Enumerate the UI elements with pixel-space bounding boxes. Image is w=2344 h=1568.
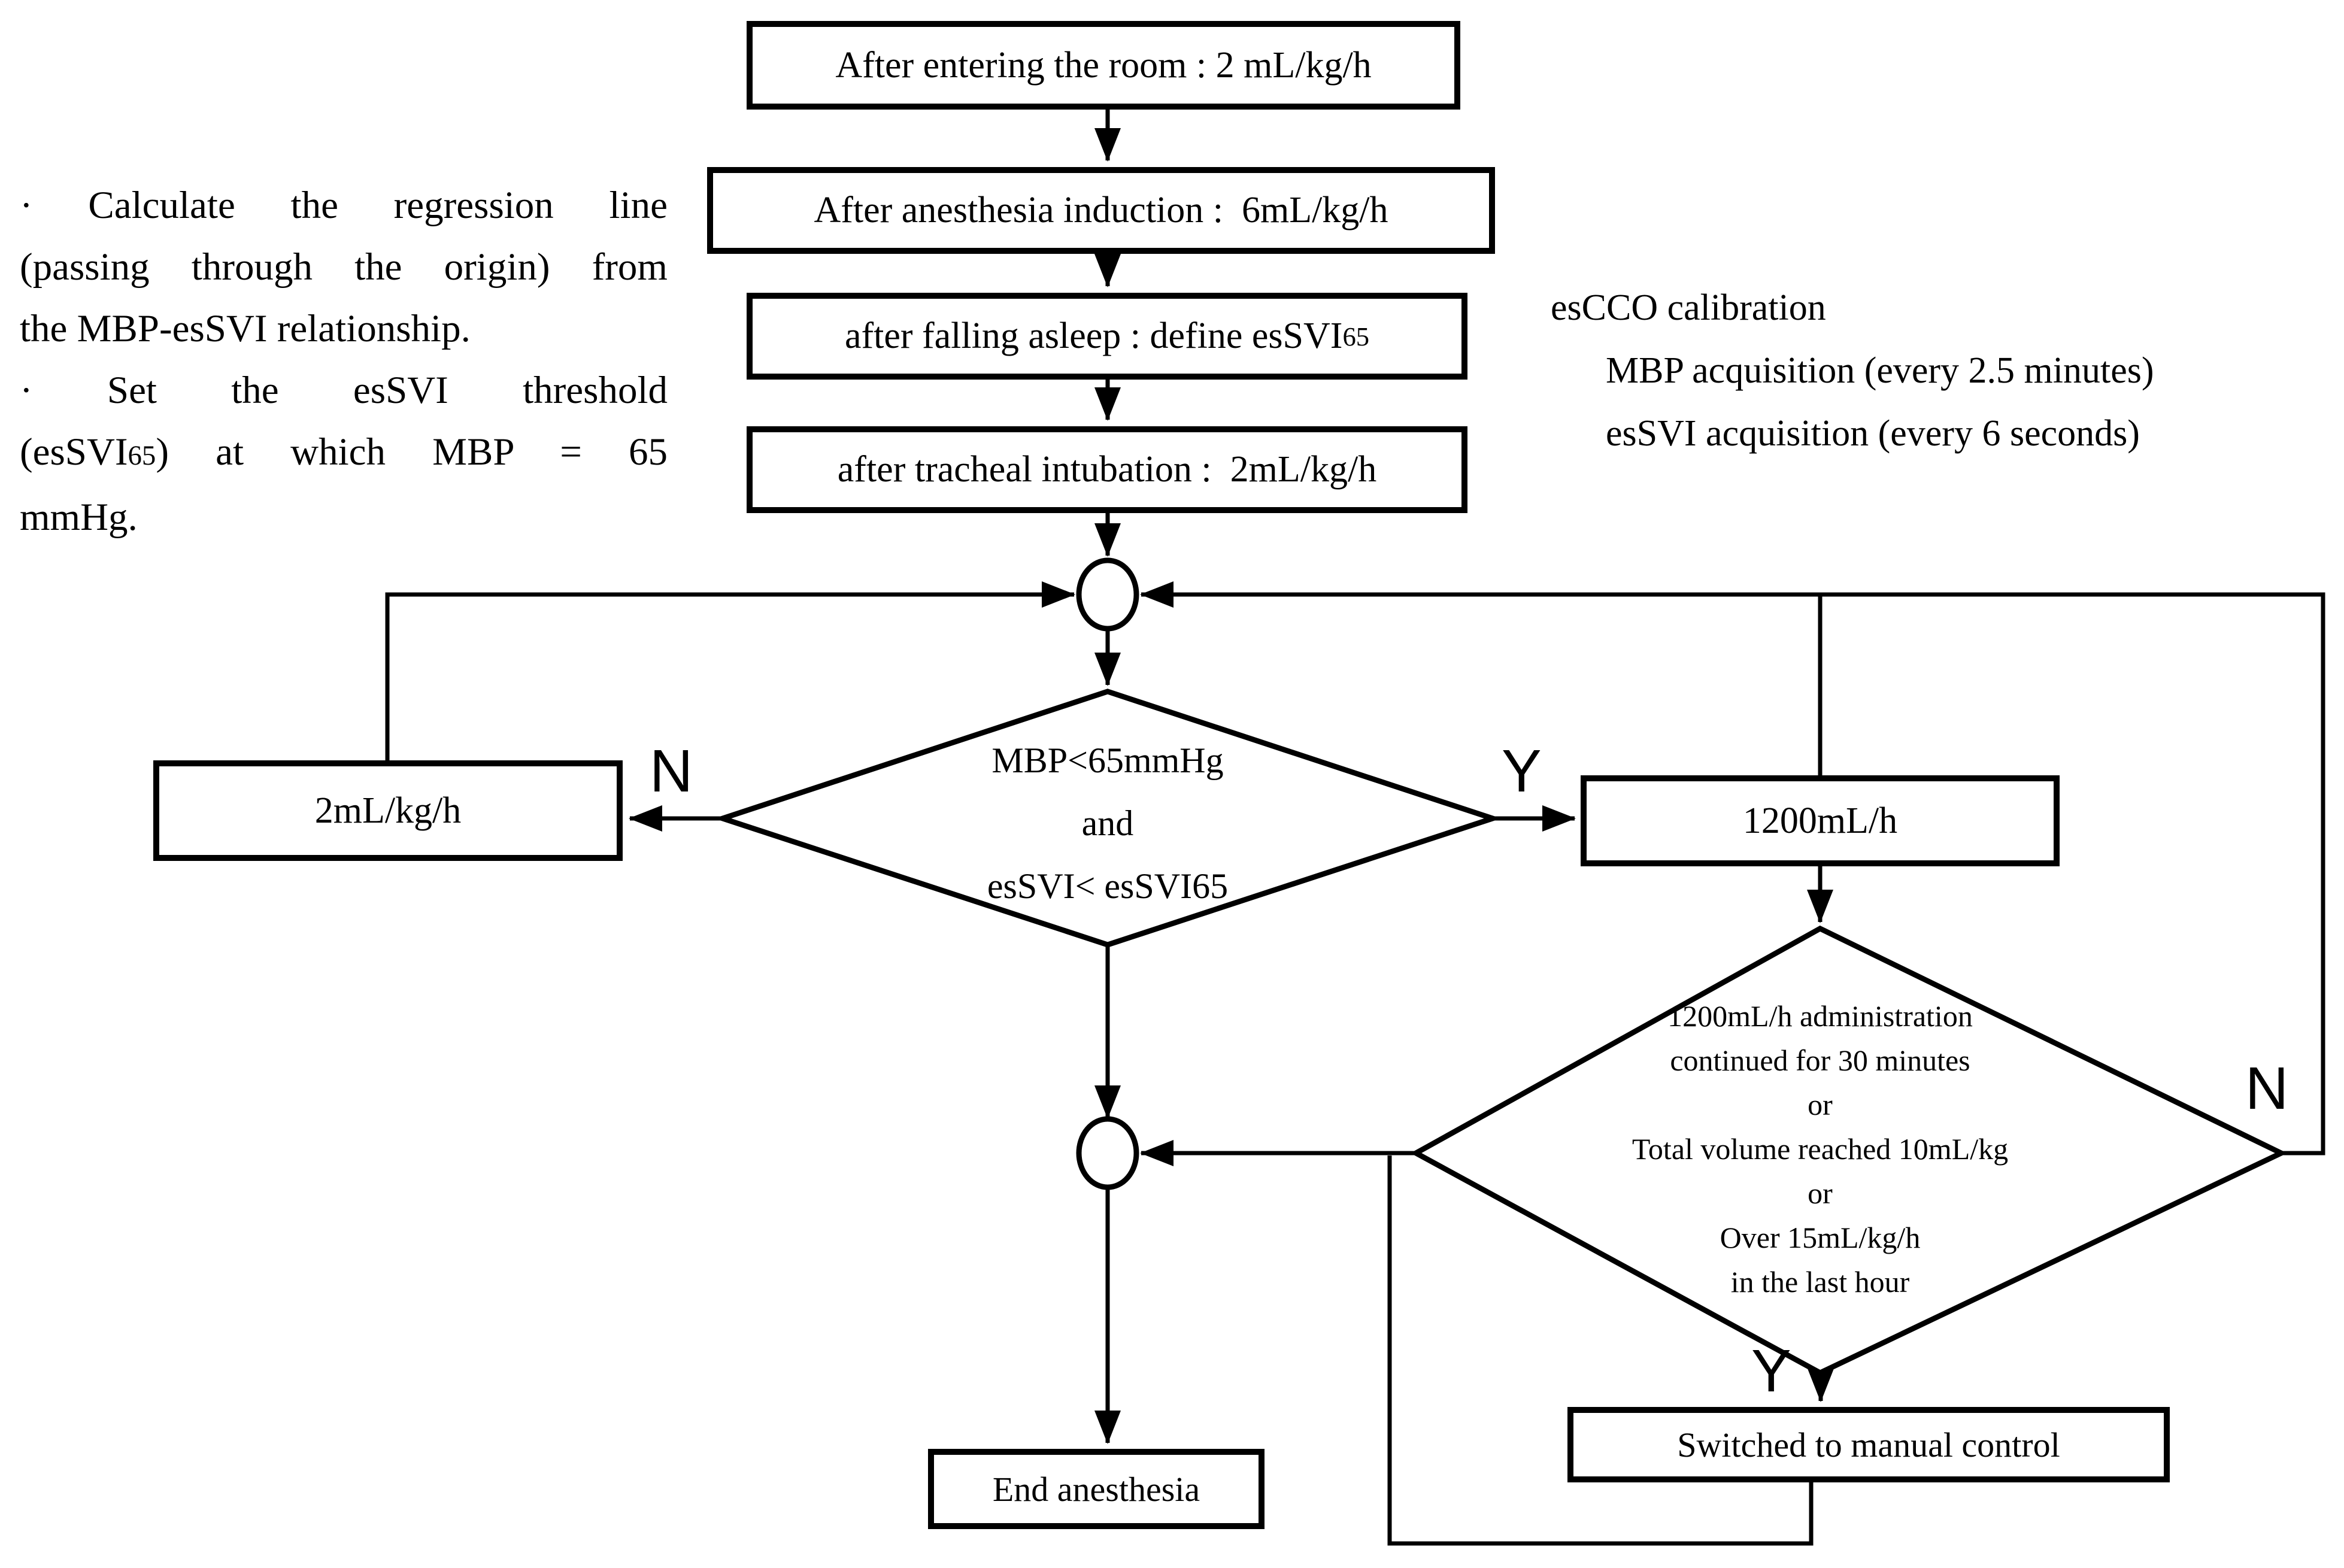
process-box-label: After entering the room : 2 mL/kg/h	[835, 44, 1372, 86]
decision2-label: 1200mL/h administration continued for 30…	[1491, 994, 2149, 1304]
process-box-label: Switched to manual control	[1677, 1425, 2060, 1464]
process-box-anesthesia-induction: After anesthesia induction : 6mL/kg/h	[707, 167, 1495, 254]
process-box-label: End anesthesia	[992, 1469, 1200, 1509]
decision2-line: continued for 30 minutes	[1670, 1044, 1970, 1077]
regression-note-text: (esSVI	[20, 430, 128, 474]
process-box-manual-control: Switched to manual control	[1567, 1407, 2170, 1482]
decision2-shape	[1410, 925, 2288, 1376]
process-box-label: after tracheal intubation : 2mL/kg/h	[837, 449, 1377, 490]
decision2-line: Total volume reached 10mL/kg	[1632, 1132, 2009, 1166]
decision2-no-label: N	[2245, 1055, 2289, 1122]
decision2-line: in the last hour	[1730, 1265, 1910, 1299]
regression-note-text: ) at which MBP = 65	[156, 430, 668, 474]
connector-junction-1	[1076, 557, 1139, 632]
process-box-rate-1200ml: 1200mL/h	[1581, 775, 2060, 866]
decision2-line: or	[1808, 1088, 1833, 1121]
calibration-note: esCCO calibration MBP acquisition (every…	[1551, 277, 2329, 465]
regression-note-line: · Calculate the regression line	[20, 184, 668, 227]
edge-manual-loop-junction2	[1387, 1155, 1814, 1546]
process-box-label: 2mL/kg/h	[314, 790, 462, 831]
regression-note: · Calculate the regression line (passing…	[20, 175, 668, 548]
process-box-label: After anesthesia induction : 6mL/kg/h	[814, 190, 1388, 231]
edge-ratelow-feedback-junction1	[385, 581, 1075, 760]
process-box-rate-2ml: 2mL/kg/h	[153, 760, 623, 861]
process-box-entering-room: After entering the room : 2 mL/kg/h	[747, 21, 1460, 110]
essvi65-subscript: 65	[128, 440, 156, 471]
regression-note-line: (esSVI65) at which MBP = 65	[20, 421, 668, 487]
decision2-line: Over 15mL/kg/h	[1720, 1221, 1921, 1254]
regression-note-line: mmHg.	[20, 496, 138, 539]
regression-note-line: · Set the esSVI threshold	[20, 369, 668, 412]
calibration-note-line: MBP acquisition (every 2.5 minutes)	[1606, 350, 2154, 391]
edge-decision2-no-feedback-junction1	[1140, 581, 2325, 1155]
process-box-tracheal-intubation: after tracheal intubation : 2mL/kg/h	[747, 426, 1467, 513]
decision1-no-label: N	[650, 738, 693, 805]
decision1-label: MBP<65mmHg and esSVI< esSVI65	[808, 729, 1407, 918]
calibration-note-title: esCCO calibration	[1551, 287, 1826, 328]
calibration-note-line: esSVI acquisition (every 6 seconds)	[1606, 413, 2140, 454]
decision1-shape	[714, 689, 1502, 948]
process-box-label: 1200mL/h	[1742, 800, 1898, 841]
decision1-line: and	[1081, 803, 1134, 843]
process-box-label: after falling asleep : define esSVI	[844, 316, 1343, 356]
decision1-line: esSVI< esSVI65	[987, 866, 1229, 906]
regression-note-line: (passing through the origin) from	[20, 245, 668, 289]
regression-note-line: the MBP-esSVI relationship.	[20, 307, 471, 350]
decision1-yes-label: Y	[1502, 738, 1542, 805]
connector-junction-2	[1076, 1116, 1139, 1190]
process-box-end-anesthesia: End anesthesia	[928, 1449, 1265, 1529]
decision2-line: 1200mL/h administration	[1667, 999, 1973, 1033]
decision1-line: MBP<65mmHg	[991, 741, 1224, 780]
decision2-line: or	[1808, 1176, 1833, 1210]
essvi65-subscript: 65	[1342, 321, 1370, 351]
decision2-yes-label: Y	[1751, 1337, 1791, 1405]
